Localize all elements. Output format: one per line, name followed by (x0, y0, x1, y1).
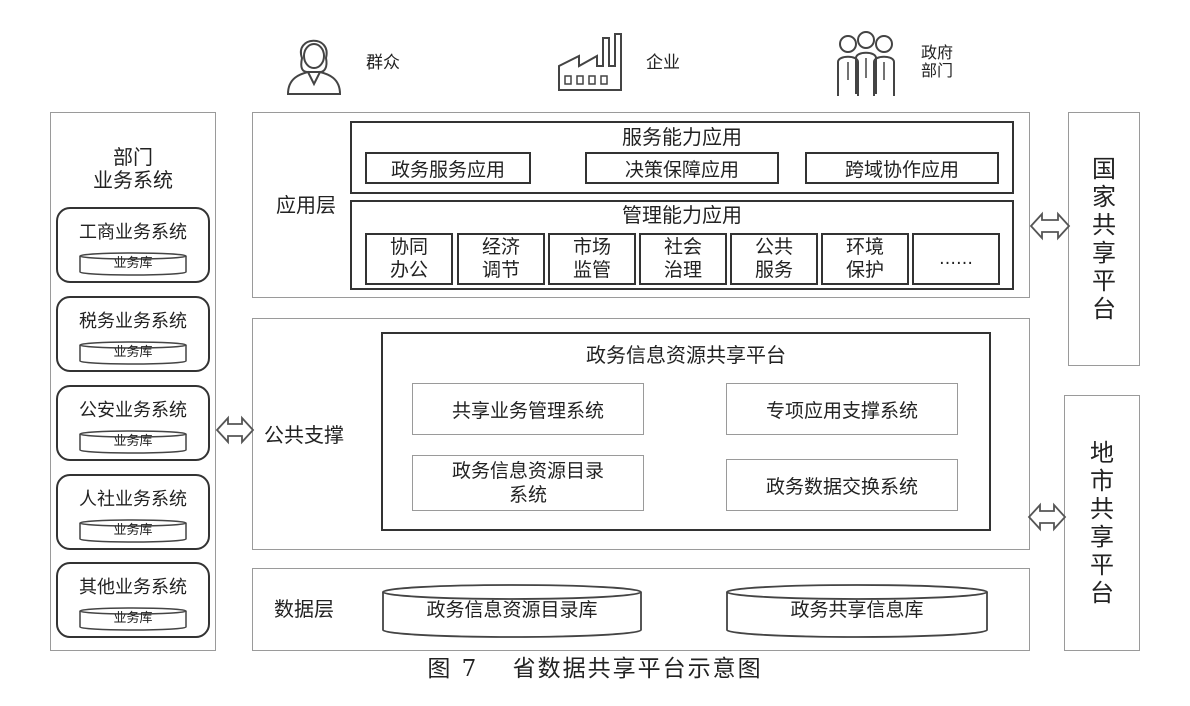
business-system-name: 税务业务系统 (79, 311, 187, 332)
person-icon (286, 39, 342, 95)
service-app-item: 政务服务应用 (365, 152, 531, 184)
application-layer-label: 应用层 (276, 193, 336, 217)
management-app-more: …… (912, 233, 1000, 285)
resource-catalog-system: 政务信息资源目录 系统 (412, 455, 644, 511)
business-system-name: 人社业务系统 (79, 489, 187, 510)
service-capability-title: 服务能力应用 (622, 125, 742, 149)
business-database-icon (79, 430, 187, 454)
business-database-icon (79, 341, 187, 365)
management-app-item: 环境保护 (821, 233, 909, 285)
data-layer-label: 数据层 (274, 597, 334, 621)
management-app-item: 市场监管 (548, 233, 636, 285)
business-database-label: 业务库 (113, 611, 153, 626)
service-app-item: 决策保障应用 (585, 152, 779, 184)
service-app-item: 跨域协作应用 (805, 152, 999, 184)
business-database-label: 业务库 (113, 434, 153, 449)
management-app-item: 经济调节 (457, 233, 545, 285)
management-app-item: 社会治理 (639, 233, 727, 285)
business-database-icon (79, 252, 187, 276)
business-database-label: 业务库 (113, 256, 153, 271)
double-arrow-icon (1027, 502, 1067, 532)
management-app-item: 协同办公 (365, 233, 453, 285)
business-database-label: 业务库 (113, 345, 153, 360)
shared-business-management-system: 共享业务管理系统 (412, 383, 644, 435)
local-shared-platform-panel: 地 市 共 享 平 台 (1064, 395, 1140, 651)
actor-government-label: 政府 部门 (921, 43, 954, 81)
department-systems-title: 部门 业务系统 (93, 145, 173, 192)
national-shared-platform-panel: 国 家 共 享 平 台 (1068, 112, 1140, 366)
double-arrow-icon (1029, 211, 1071, 241)
business-database-icon (79, 607, 187, 631)
business-system-name: 工商业务系统 (79, 222, 187, 243)
business-system-name: 公安业务系统 (79, 400, 187, 421)
business-database-icon (79, 519, 187, 543)
business-system-name: 其他业务系统 (79, 577, 187, 598)
business-database-label: 业务库 (113, 523, 153, 538)
management-capability-title: 管理能力应用 (622, 203, 742, 227)
catalog-database-icon (382, 584, 642, 638)
factory-icon (558, 33, 622, 91)
department-systems-panel (50, 112, 216, 651)
double-arrow-icon (215, 415, 255, 445)
management-app-item: 公共服务 (730, 233, 818, 285)
actor-public-label: 群众 (366, 53, 400, 73)
shared-platform-title: 政务信息资源共享平台 (586, 343, 786, 367)
officials-icon (837, 31, 895, 96)
shared-database-label: 政务共享信息库 (790, 599, 924, 621)
special-app-support-system: 专项应用支撑系统 (726, 383, 958, 435)
actor-enterprise-label: 企业 (646, 53, 680, 73)
shared-database-icon (726, 584, 988, 638)
catalog-database-label: 政务信息资源目录库 (426, 599, 598, 621)
data-exchange-system: 政务数据交换系统 (726, 459, 958, 511)
figure-caption: 图 7 省数据共享平台示意图 (427, 656, 763, 682)
public-support-label: 公共支撑 (264, 423, 344, 447)
